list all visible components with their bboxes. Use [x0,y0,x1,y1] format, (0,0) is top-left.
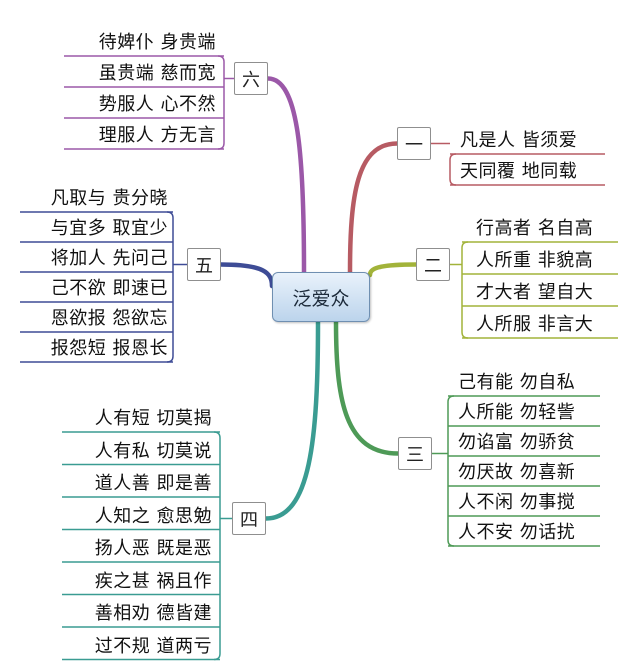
branch-node-b3[interactable]: 三 [398,437,432,470]
branch-node-b2[interactable]: 二 [416,248,450,281]
leaf-item[interactable]: 善相劝 德皆建 [94,603,212,624]
leaf-item[interactable]: 过不规 道两亏 [94,635,212,657]
branch-node-b5[interactable]: 五 [187,248,221,281]
branch-node-b1[interactable]: 一 [397,127,431,160]
bracket-b4 [213,431,221,661]
leaf-item[interactable]: 恩欲报 怨欲忘 [50,308,168,329]
branch-node-b6[interactable]: 六 [234,62,268,95]
leaf-item[interactable]: 天同覆 地同载 [460,161,578,182]
leaf-item[interactable]: 将加人 先问己 [50,248,168,269]
leaf-item[interactable]: 才大者 望自大 [476,282,594,303]
leaf-item[interactable]: 虽贵端 慈而宽 [98,63,216,84]
leaf-item[interactable]: 勿谄富 勿骄贫 [458,432,576,453]
leaf-item[interactable]: 疾之甚 祸且作 [94,570,212,592]
leaf-item[interactable]: 与宜多 取宜少 [50,218,168,239]
bracket-b2 [461,241,469,339]
branch-node-label: 三 [406,444,424,466]
center-node-label: 泛爱众 [292,287,350,310]
bracket-b6 [217,55,225,150]
connector-b3 [333,319,401,456]
leaf-item[interactable]: 人所重 非貌高 [476,250,594,271]
leaf-item[interactable]: 势服人 心不然 [98,94,216,115]
center-node[interactable]: 泛爱众 [272,272,370,322]
leaf-item[interactable]: 己不欲 即速已 [50,278,168,299]
leaf-item[interactable]: 待婢仆 身贵端 [98,32,216,53]
connector-b2 [367,262,419,278]
leaf-item[interactable]: 人知之 愈思勉 [94,505,212,527]
leaf-item[interactable]: 人不安 勿话扰 [458,522,576,543]
branch-node-label: 四 [240,509,258,531]
leaf-item[interactable]: 人有短 切莫揭 [94,408,212,429]
leaf-item[interactable]: 己有能 勿自私 [458,372,576,393]
connector-b6 [265,76,307,275]
connector-b1 [347,141,400,275]
leaf-item[interactable]: 扬人恶 既是恶 [94,538,212,559]
branch-node-label: 五 [195,255,213,277]
bracket-b3 [447,395,455,547]
leaf-item[interactable]: 人有私 切莫说 [94,440,212,462]
branch-node-label: 六 [242,69,260,91]
leaf-item[interactable]: 凡取与 贵分晓 [50,188,168,209]
leaf-item[interactable]: 勿厌故 勿喜新 [458,462,576,483]
leaf-item[interactable]: 人不闲 勿事搅 [458,492,576,513]
leaf-item[interactable]: 人所能 勿轻訾 [458,402,576,423]
branch-node-label: 一 [405,134,423,156]
branch-node-label: 二 [424,255,442,277]
leaf-item[interactable]: 理服人 方无言 [98,125,216,146]
connector-b5 [218,262,275,289]
leaf-item[interactable]: 报怨短 报恩长 [50,338,168,359]
leaf-item[interactable]: 人所服 非言大 [476,314,594,335]
leaf-item[interactable]: 道人善 即是善 [94,473,212,494]
connector-b4 [263,319,321,521]
bracket-b1 [449,153,457,186]
branch-node-b4[interactable]: 四 [232,502,266,535]
leaf-item[interactable]: 凡是人 皆须爱 [460,130,578,151]
leaf-item[interactable]: 行高者 名自高 [476,218,594,239]
